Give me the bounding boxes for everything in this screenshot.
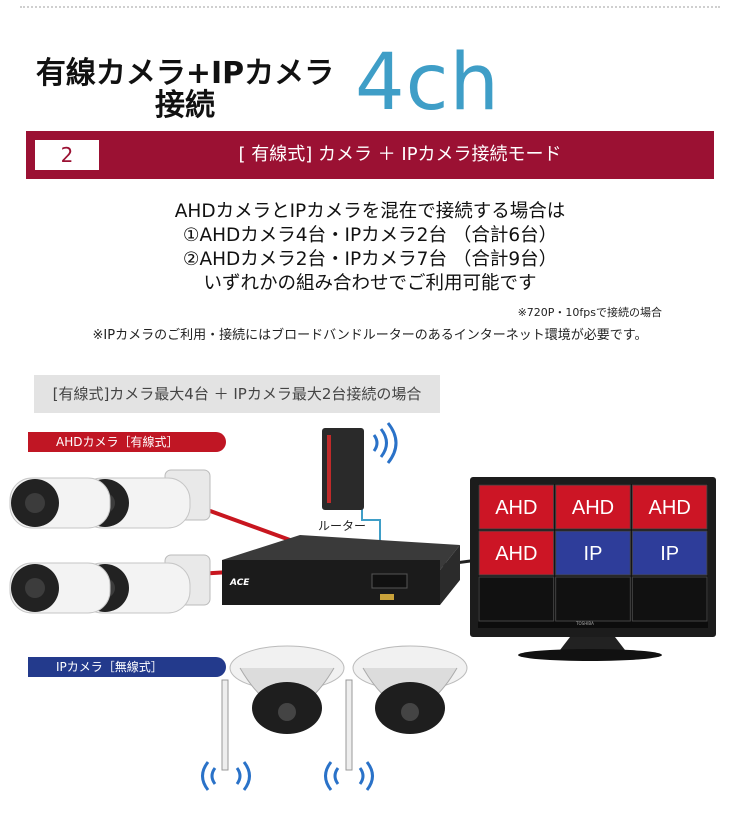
monitor-cell-label: IP xyxy=(660,543,679,565)
page-title-line1: 有線カメラ+IPカメラ xyxy=(35,56,335,91)
mode-banner-title: [ 有線式] カメラ ＋ IPカメラ接続モード xyxy=(238,144,562,165)
recorder-icon: ACE xyxy=(222,535,460,605)
ip-dome-camera-icon xyxy=(345,645,468,771)
ahd-camera-icon xyxy=(9,562,111,614)
monitor-cell xyxy=(478,530,555,576)
monitor-cell xyxy=(555,484,631,530)
wifi-signal-icon xyxy=(324,761,374,791)
monitor-cell xyxy=(555,530,631,576)
description-block: AHDカメラとIPカメラを混在で接続する場合は ①AHDカメラ4台・IPカメラ2… xyxy=(0,200,740,296)
wifi-signal-icon xyxy=(372,422,398,464)
monitor-cell-label: AHD xyxy=(495,543,537,565)
router-label: ルーター xyxy=(318,519,367,533)
monitor-cell xyxy=(631,576,708,622)
monitor-cell xyxy=(631,530,708,576)
monitor-cell xyxy=(631,484,708,530)
mode-number-badge: 2 xyxy=(35,140,99,170)
router-icon xyxy=(322,428,364,510)
description-line: いずれかの組み合わせでご利用可能です xyxy=(203,273,537,294)
ahd-camera-icon xyxy=(9,477,111,529)
monitor-cell-label: IP xyxy=(584,543,603,565)
ip-dome-camera-icon xyxy=(221,645,345,771)
monitor-cell-label: AHD xyxy=(649,497,691,519)
monitor-cell xyxy=(478,576,555,622)
wifi-signal-icon xyxy=(201,761,251,791)
router-requirement-note: ※IPカメラのご利用・接続にはブロードバンドルーターのあるインターネット環境が必… xyxy=(92,328,648,343)
monitor-cell-label: AHD xyxy=(572,497,614,519)
monitor-icon: AHD AHD AHD AHD IP IP TOSHIBA xyxy=(470,477,716,661)
router-cable xyxy=(361,500,381,548)
mode-banner xyxy=(26,131,714,179)
monitor-cell xyxy=(555,576,631,622)
ahd-camera-tag: AHDカメラ［有線式］ xyxy=(28,432,226,452)
ip-camera-tag: IPカメラ［無線式］ xyxy=(28,657,226,677)
description-line: ①AHDカメラ4台・IPカメラ2台 （合計6台） xyxy=(182,225,558,246)
channel-count: 4ch xyxy=(355,38,500,128)
monitor-cell xyxy=(478,484,555,530)
page-title-line2: 接続 xyxy=(155,88,215,123)
description-line: AHDカメラとIPカメラを混在で接続する場合は xyxy=(174,201,566,222)
recorder-brand: ACE xyxy=(229,578,250,588)
scenario-label: [有線式]カメラ最大4台 ＋ IPカメラ最大2台接続の場合 xyxy=(34,375,440,413)
monitor-cell-label: AHD xyxy=(495,497,537,519)
page-title: 有線カメラ+IPカメラ 接続 xyxy=(25,58,345,122)
monitor-brand: TOSHIBA xyxy=(575,621,594,626)
description-line: ②AHDカメラ2台・IPカメラ7台 （合計9台） xyxy=(182,249,558,270)
resolution-note: ※720P・10fpsで接続の場合 xyxy=(517,306,662,319)
top-dotted-divider xyxy=(20,6,720,8)
